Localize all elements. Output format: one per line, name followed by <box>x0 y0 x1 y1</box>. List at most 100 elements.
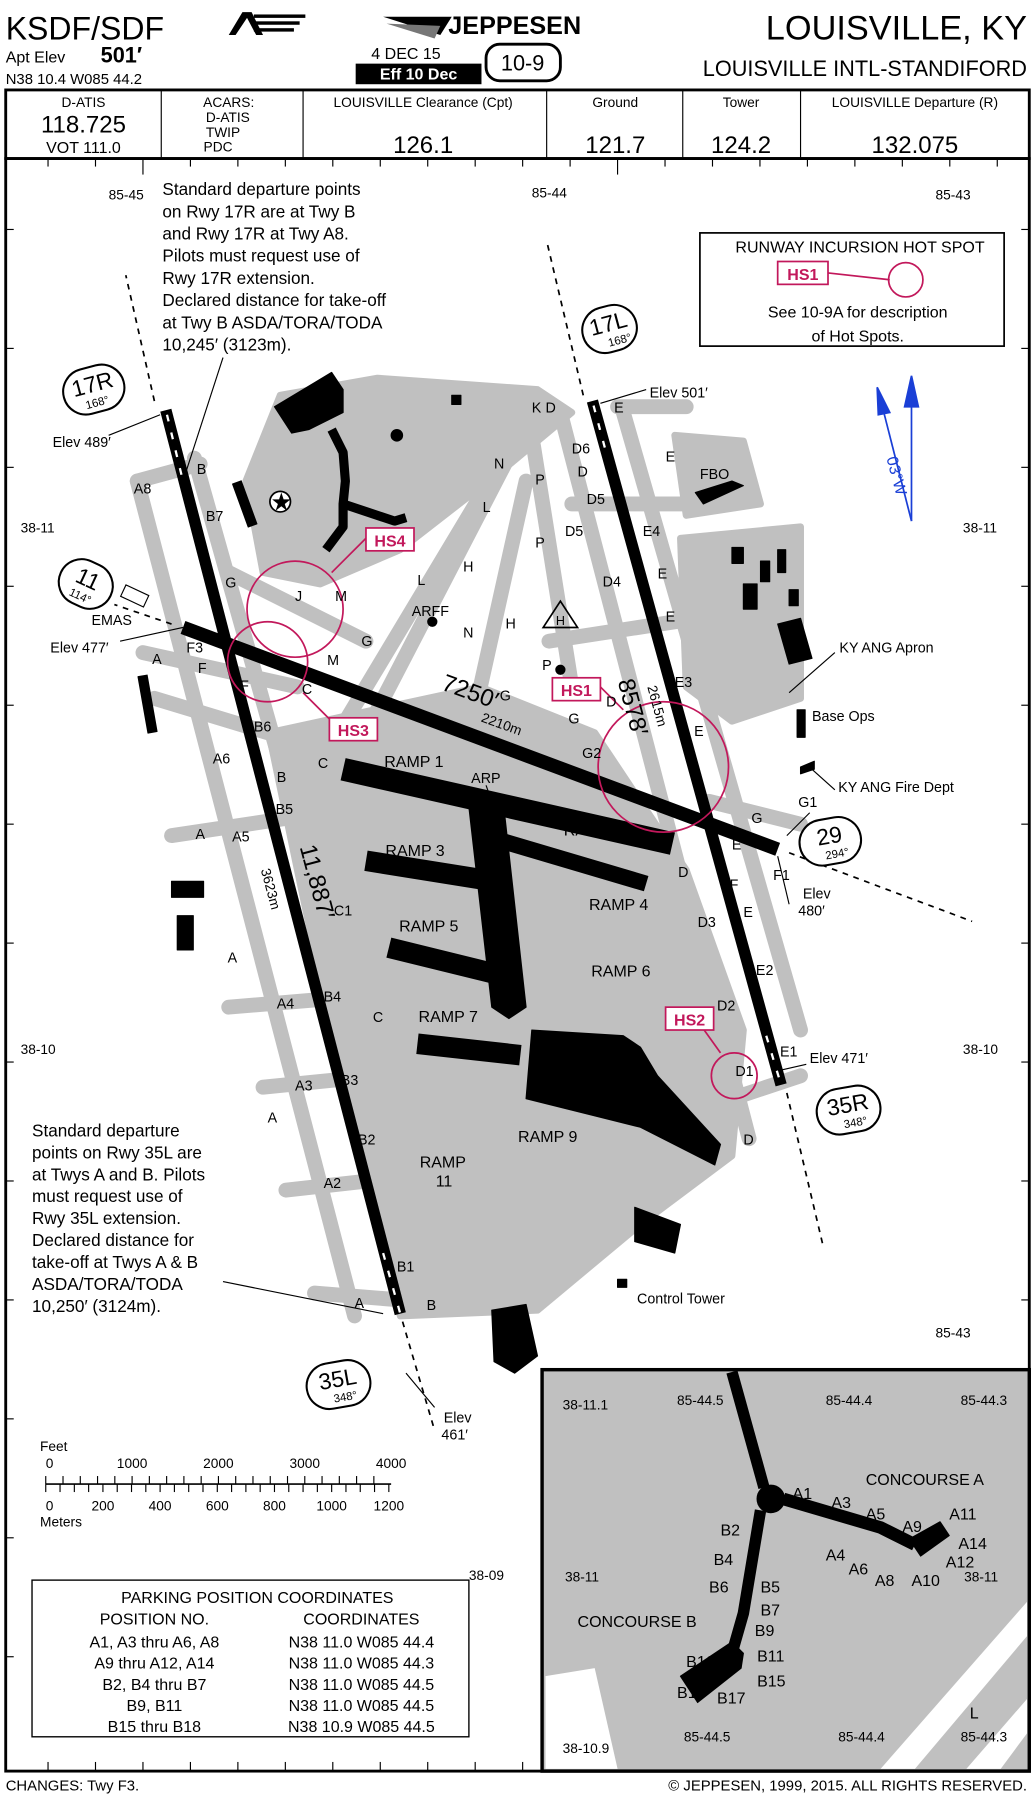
runway-badge-17L: 17L 168° <box>581 303 638 355</box>
runway-badge-35L: 35L 348° <box>305 1359 372 1411</box>
parking-coordinate: N38 11.0 W085 44.4 <box>289 1635 435 1652</box>
comms-table: D-ATIS 118.725 VOT 111.0 ACARS: D-ATIS T… <box>4 88 1031 160</box>
hotspot-label-hs1: HS1 <box>561 683 592 700</box>
lon-label: 85-43 <box>936 1326 971 1341</box>
map-label: E <box>743 905 753 921</box>
map-label: E <box>614 400 624 416</box>
map-label: Control Tower <box>637 1291 725 1307</box>
hotspot-circle-hs3 <box>226 620 309 703</box>
inset-label: A11 <box>949 1507 976 1524</box>
map-label: E1 <box>780 1044 798 1060</box>
map-label: L <box>417 573 425 589</box>
departure-frequency: 132.075 <box>872 132 959 159</box>
map-label: K <box>532 400 542 416</box>
runway-17L-35R <box>586 399 787 1087</box>
map-label: D <box>606 694 616 710</box>
note-line: Rwy 17R extension. <box>162 268 314 288</box>
map-label: G <box>225 575 236 591</box>
map-label: E4 <box>643 524 661 540</box>
inset-label: B11 <box>757 1648 784 1665</box>
scale-tick-label: 0 <box>46 1498 54 1513</box>
scale-tick-label: 2000 <box>203 1456 234 1471</box>
map-label: E <box>732 837 742 853</box>
map-label: B5 <box>276 802 294 818</box>
inset-label: L <box>970 1705 979 1722</box>
clearance-frequency: 126.1 <box>393 132 453 159</box>
svg-text:294°: 294° <box>825 847 850 863</box>
jeppesen-logo: JEPPESEN <box>383 12 581 40</box>
map-label: Elev 489′ <box>53 435 112 451</box>
hotspot-circle-hs1 <box>597 700 730 834</box>
scale-tick-label: 200 <box>91 1498 114 1513</box>
lon-label: 85-44 <box>532 185 567 200</box>
inset-label: B2 <box>720 1523 740 1540</box>
header: KSDF/SDF Apt Elev 501′ N38 10.4 W085 44.… <box>6 10 1027 89</box>
map-label: A <box>268 1111 278 1127</box>
lon-label: 85-43 <box>936 188 971 203</box>
apt-elev-value: 501′ <box>101 42 142 67</box>
map-label: RAMP 4 <box>589 897 648 914</box>
note-line: at Twy B ASDA/TORA/TODA <box>162 312 383 332</box>
inset-label: CONCOURSE A <box>866 1472 985 1489</box>
map-label: D <box>743 1132 753 1148</box>
lat-label: 38-10 <box>963 1042 998 1057</box>
map-frame <box>4 157 1031 1773</box>
map-label: G <box>568 712 579 728</box>
map-label: B2 <box>358 1132 376 1148</box>
inset-label: B6 <box>709 1580 729 1597</box>
map-label: A8 <box>134 482 152 498</box>
map-label: Elev <box>803 886 832 902</box>
inset-label: A4 <box>826 1548 846 1565</box>
scale-tick-label: 4000 <box>376 1456 407 1471</box>
map-label: B1 <box>397 1259 415 1275</box>
runways <box>114 240 973 1431</box>
lat-label: 38-11 <box>21 521 55 536</box>
scale-tick-label: 1000 <box>316 1498 347 1513</box>
runway-17R-35L <box>160 408 406 1316</box>
hotspot-label-hs3: HS3 <box>338 723 369 740</box>
brand-name: JEPPESEN <box>448 12 581 40</box>
datis-label: D-ATIS <box>62 95 106 110</box>
inset-label: A14 <box>958 1536 987 1553</box>
inset-label: B4 <box>714 1552 734 1569</box>
map-label: B3 <box>341 1073 359 1089</box>
clearance-label: LOUISVILLE Clearance (Cpt) <box>334 95 513 110</box>
map-label: E <box>666 610 676 626</box>
map-label: B6 <box>254 720 272 736</box>
note-line: Declared distance for take-off <box>162 290 386 310</box>
departure-label: LOUISVILLE Departure (R) <box>832 95 998 110</box>
map-label: P <box>535 535 545 551</box>
scale-tick-label: 1000 <box>117 1456 148 1471</box>
inset-label: 85-44.5 <box>677 1393 724 1408</box>
inset-label: A8 <box>875 1573 895 1590</box>
scale-tick-label: 400 <box>149 1498 172 1513</box>
scale-meters-label: Meters <box>40 1514 82 1529</box>
note-line: Declared distance for <box>32 1230 194 1250</box>
map-label: D3 <box>698 915 716 931</box>
runway-badges: 17R 168° 17L 168° 11 114° 29 294° 35R 34… <box>57 303 882 1411</box>
map-label: M <box>335 589 347 605</box>
parking-coordinate: N38 10.9 W085 44.5 <box>288 1719 435 1736</box>
svg-text:29: 29 <box>815 821 845 851</box>
parking-position: A9 thru A12, A14 <box>94 1656 214 1673</box>
inset-label: A9 <box>902 1519 922 1536</box>
map-label: A4 <box>277 996 295 1012</box>
map-label: E <box>694 724 704 740</box>
heliport-h: H <box>556 614 565 628</box>
hotspot-circle-hs4 <box>246 560 344 659</box>
tower-label: Tower <box>723 95 760 110</box>
map-label: B7 <box>206 509 224 525</box>
inset-label: 38-11 <box>565 1569 599 1584</box>
chart-date: 4 DEC 15 <box>371 46 440 63</box>
hotspot-legend-desc: See 10-9A for description <box>768 305 948 322</box>
acars-pdc: PDC <box>204 140 233 155</box>
map-label: D <box>546 400 556 416</box>
map-label: L <box>483 500 491 516</box>
acars-datis: D-ATIS <box>206 110 250 125</box>
map-label: N <box>494 456 504 472</box>
map-label: Elev 501′ <box>650 386 709 402</box>
ground-label: Ground <box>592 95 638 110</box>
map-label: Base Ops <box>812 709 875 725</box>
parking-position-table: PARKING POSITION COORDINATES POSITION NO… <box>31 1579 470 1738</box>
map-label: D1 <box>735 1064 753 1080</box>
